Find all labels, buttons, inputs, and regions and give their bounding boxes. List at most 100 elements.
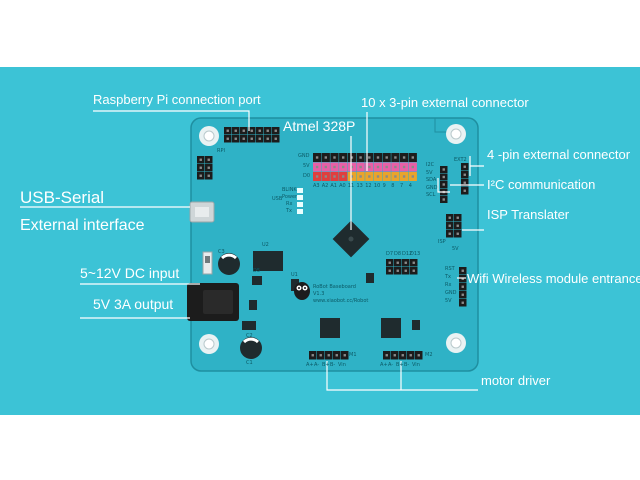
ext-pin-0-6-contact — [368, 156, 371, 159]
rpi-pin-0-4-contact — [258, 129, 261, 132]
pin-label-6: 12 — [365, 183, 372, 189]
callout-rpi — [93, 110, 250, 131]
pin-label-0: A3 — [313, 183, 320, 189]
rpi-pin-0-2-contact — [242, 129, 245, 132]
rpi-pin-0-6-contact — [274, 129, 277, 132]
power-label: Power — [282, 194, 298, 200]
isp-pin-0-1-contact — [456, 216, 459, 219]
dhdr-pin-0-0-contact — [388, 261, 391, 264]
ext-pin-2-11-contact — [411, 175, 414, 178]
isp-pin-0-0-contact — [448, 216, 451, 219]
wifi-label-3: GND — [445, 290, 457, 296]
ext-pin-0-7-contact — [376, 156, 380, 159]
i2c-label-1: 5V — [426, 169, 433, 176]
isp-pin-2-1-contact — [456, 232, 459, 235]
m1-pin-0-4-contact — [343, 354, 346, 357]
board-title: RoBot Baseboard — [313, 284, 356, 290]
mounting-hole-br — [446, 333, 466, 353]
motor-label-a-3: B- — [330, 362, 336, 368]
rpi-pin-0-5-contact — [266, 129, 269, 132]
motor-label-a-4: Vin — [338, 362, 346, 368]
left-small-header — [197, 156, 213, 180]
motor-label-b-0: A+ — [380, 362, 388, 368]
label-output: 5V 3A output — [93, 296, 174, 312]
wifi-pin-2-0-contact — [461, 285, 464, 288]
row-d0: D0 — [303, 173, 311, 179]
board-url: www.xiaobot.cc/Robot — [313, 298, 369, 304]
ic-small-3 — [366, 273, 374, 283]
label-usb-external: External interface — [20, 217, 145, 234]
motor-driver-chip-2 — [381, 318, 401, 338]
ext-pin-2-8-contact — [385, 175, 388, 178]
left-pin-1-0-contact — [199, 166, 202, 169]
motor-header-m1 — [309, 351, 349, 360]
ext-pin-0-4-contact — [350, 156, 354, 159]
ic-c2 — [242, 321, 256, 330]
callout-motor — [326, 361, 478, 391]
label-ext-connector: 10 x 3-pin external connector — [361, 95, 529, 110]
motor-label-b-4: Vin — [412, 362, 420, 368]
label-i2c: I²C communication — [487, 177, 596, 192]
m1-pin-0-2-contact — [327, 354, 330, 357]
i2c-label-0: I2C — [426, 162, 435, 168]
ext-pin-0-2-contact — [333, 156, 336, 159]
label-wifi: Wifi Wireless module entrance — [467, 271, 640, 286]
ref-c2: C2 — [246, 333, 253, 339]
ext-pin-2-10-contact — [402, 175, 406, 178]
tx-label: Tx — [286, 208, 293, 214]
isp-silk: ISP — [438, 239, 446, 245]
ic-small-2 — [249, 300, 257, 310]
rpi-pin-1-3-contact — [250, 137, 253, 140]
ext-pin-1-1-contact — [324, 165, 327, 169]
d-label-1: D8 — [394, 251, 402, 257]
pin-label-8: 9 — [382, 183, 386, 189]
motor-name-m2: M2 — [425, 352, 433, 358]
motor-driver-chip-1 — [320, 318, 340, 338]
board-body — [190, 117, 479, 372]
ref-c1: C1 — [246, 360, 253, 366]
four-pin-3-0-contact — [463, 189, 466, 192]
row-5v: 5V — [303, 163, 310, 169]
d-label-2: D12 — [402, 251, 413, 257]
capacitor-c3 — [218, 253, 240, 275]
m1-pin-0-0-contact — [311, 354, 314, 357]
ic-u2 — [253, 251, 283, 271]
ext-pin-2-9-contact — [394, 175, 397, 178]
mounting-hole-tr — [446, 124, 466, 144]
motor-label-a-1: A- — [314, 362, 320, 368]
m2-pin-0-0-contact — [385, 354, 388, 357]
motor-label-b-3: B- — [404, 362, 410, 368]
four-pin-connector — [461, 163, 469, 195]
wifi-label-2: Rx — [445, 282, 452, 288]
ref-d5: D5 — [253, 268, 261, 274]
wifi-pin-4-0-contact — [461, 301, 464, 304]
label-atmel: Atmel 328P — [283, 118, 356, 134]
isp-pin-1-0-contact — [448, 224, 451, 227]
ext-pin-1-8-contact — [385, 165, 388, 169]
left-pin-2-0-contact — [199, 174, 202, 177]
capacitor-c1 — [240, 337, 262, 359]
rpi-pin-1-1-contact — [234, 137, 237, 140]
ext-pin-1-0-contact — [315, 165, 319, 169]
i2c-pin-2-0-contact — [442, 183, 445, 186]
i2c-pin-1-0-contact — [442, 175, 445, 179]
dhdr-pin-0-2-contact — [404, 261, 407, 264]
isp-header — [446, 214, 462, 238]
rpi-pin-1-0-contact — [226, 137, 229, 140]
d-header — [386, 259, 418, 275]
blink-label: BLINK — [282, 187, 297, 193]
ext-pin-0-5-contact — [359, 156, 362, 159]
row-gnd: GND — [298, 153, 310, 159]
callout-i2c — [437, 178, 484, 193]
motor-label-b-2: B+ — [396, 362, 404, 368]
rpi-pin-0-3-contact — [250, 129, 253, 132]
rpi-pin-0-0-contact — [226, 129, 229, 132]
four-pin-0-0-contact — [463, 165, 466, 168]
dhdr-pin-1-2-contact — [404, 269, 407, 272]
m1-pin-0-1-contact — [319, 354, 322, 357]
wifi-label-4: 5V — [445, 298, 452, 304]
pin-label-5: 13 — [356, 183, 363, 189]
dhdr-pin-0-3-contact — [412, 261, 415, 264]
rpi-pin-1-5-contact — [266, 137, 269, 140]
